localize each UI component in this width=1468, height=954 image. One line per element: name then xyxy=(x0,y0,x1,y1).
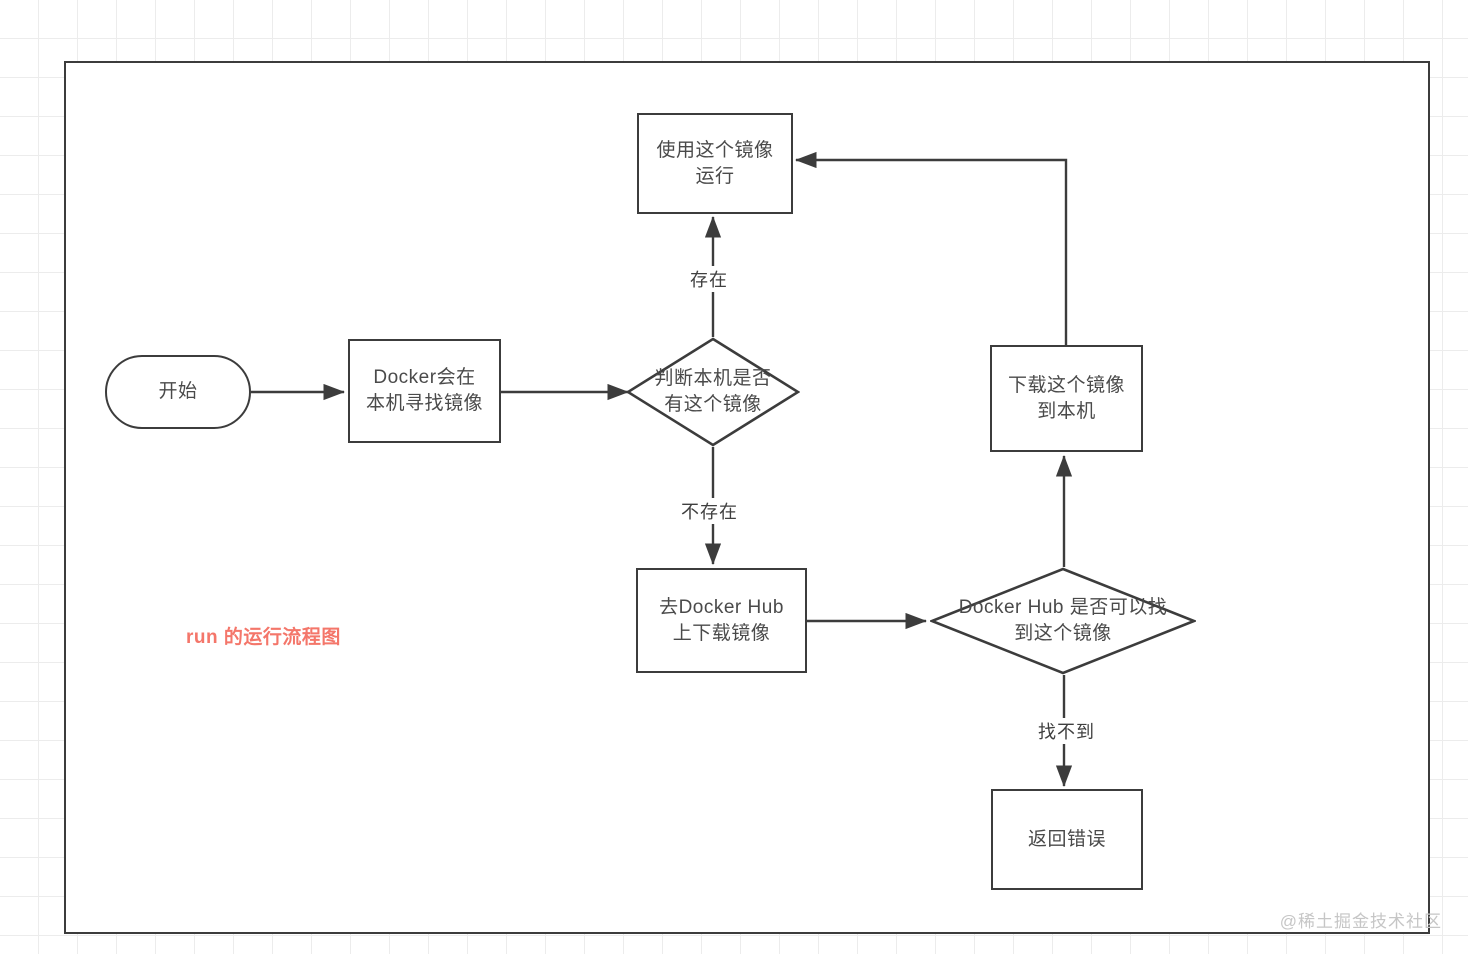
node-start-label: 开始 xyxy=(158,381,198,403)
edge-label-not-exists: 不存在 xyxy=(677,498,742,524)
node-run-image-label: 使用这个镜像 运行 xyxy=(656,139,774,187)
node-go-dockerhub[interactable]: 去Docker Hub 上下载镜像 xyxy=(636,568,807,673)
node-decide-dockerhub-label: Docker Hub 是否可以找 到这个镜像 xyxy=(958,597,1168,644)
decide-dockerhub-shape xyxy=(930,567,1196,675)
node-run-image[interactable]: 使用这个镜像 运行 xyxy=(637,113,793,214)
node-download-image-local-label: 下载这个镜像 到本机 xyxy=(1007,374,1125,422)
node-return-error-label: 返回错误 xyxy=(1027,828,1106,850)
decide-local-image-shape xyxy=(626,337,800,447)
node-decide-local-image[interactable]: 判断本机是否 有这个镜像 xyxy=(626,337,800,447)
diagram-caption: run 的运行流程图 xyxy=(186,627,341,648)
node-decide-dockerhub[interactable]: Docker Hub 是否可以找 到这个镜像 xyxy=(930,567,1196,675)
node-start[interactable]: 开始 xyxy=(105,355,251,429)
node-download-image-local[interactable]: 下载这个镜像 到本机 xyxy=(990,345,1143,452)
edge-label-exists: 存在 xyxy=(686,266,732,292)
node-return-error[interactable]: 返回错误 xyxy=(991,789,1143,890)
node-search-local-image-label: Docker会在 本机寻找镜像 xyxy=(365,367,483,414)
edge-label-not-found: 找不到 xyxy=(1034,718,1099,744)
watermark: @稀土掘金技术社区 xyxy=(1279,912,1442,931)
node-decide-local-image-label: 判断本机是否 有这个镜像 xyxy=(654,368,772,415)
node-go-dockerhub-label: 去Docker Hub 上下载镜像 xyxy=(659,596,784,644)
node-search-local-image[interactable]: Docker会在 本机寻找镜像 xyxy=(348,339,501,443)
